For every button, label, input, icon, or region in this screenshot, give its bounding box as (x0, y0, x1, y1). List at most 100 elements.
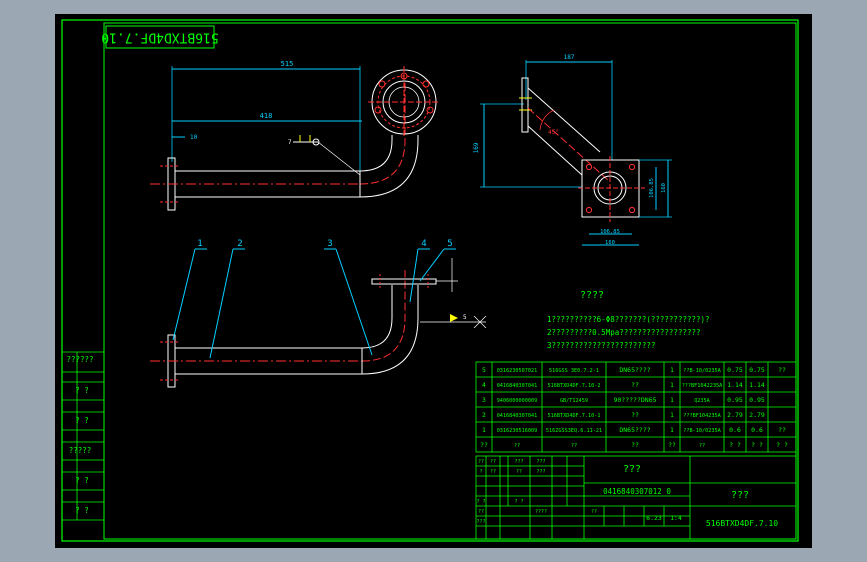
bom-cell-name: 516BTXD4DF.7.10-1 (547, 413, 600, 419)
bom-cell-code: 0316230507021 (497, 368, 538, 374)
bom-cell-no: 4 (482, 381, 486, 389)
balloon-4: 4 (421, 239, 426, 249)
bom-header-desc: ?? (631, 441, 639, 449)
elbow-outer (359, 135, 419, 198)
top-flange (371, 278, 437, 285)
bom-cell-qty: 1 (670, 411, 674, 419)
drawing-code: 0416840307012 0 (603, 487, 671, 496)
pipe-edge (527, 87, 601, 153)
left-label: ? ? (75, 506, 89, 515)
title-block (475, 455, 797, 540)
dim-plate-bolt-b: 106.85 (649, 178, 655, 198)
title-block-label: ?? (490, 459, 496, 465)
balloon-2: 2 (237, 239, 242, 249)
bom-cell-w1: 1.14 (727, 381, 743, 389)
title-block-label: ???? (535, 509, 547, 515)
elbow-inner (361, 285, 393, 349)
dim-plate-side-b: 160 (661, 183, 667, 193)
dim-plate-bolt-a: 106.85 (600, 229, 620, 235)
bom-cell-w1: 0.95 (727, 396, 743, 404)
bom-cell-code: 9406000000009 (497, 398, 538, 404)
dim-flange-width: 187 (564, 54, 575, 61)
bom-header-note: ? ? (776, 441, 788, 449)
bom-cell-mat: ???BF104235A (683, 413, 721, 419)
plate-hole (585, 206, 593, 214)
bom-cell-note: ?? (778, 366, 786, 374)
bom-cell-desc: ?? (631, 411, 639, 419)
left-label: ? ? (75, 386, 89, 395)
bom-header-name: ?? (571, 443, 577, 449)
pipe-edge (527, 125, 583, 176)
bom-cell-note: ?? (778, 426, 786, 434)
note-line-1: 1??????????6-Φ8???????(???????????)? (547, 315, 710, 324)
weld-leader (317, 141, 361, 176)
weight-value: 6.23 (646, 514, 662, 522)
elbow-centerline (359, 80, 406, 185)
weld-tail (473, 315, 487, 329)
balloon-leader (419, 248, 445, 282)
bom-header-code: ?? (514, 443, 520, 449)
left-labels (62, 351, 104, 521)
sheet-background (55, 14, 812, 548)
elbow-outer (361, 285, 419, 375)
bom-cell-desc: DN65???? (619, 366, 650, 374)
pipe-centerline (527, 107, 609, 181)
left-label: ? ? (75, 416, 89, 425)
bom-cell-code: 0316230516009 (497, 428, 538, 434)
balloon-5: 5 (447, 239, 452, 249)
title-block-label: ?? (591, 509, 597, 515)
bom-cell-qty: 1 (670, 426, 674, 434)
bom-cell-mat: ??B-10/0235A (683, 368, 721, 374)
dim-end-offset: 10 (190, 134, 198, 141)
weld-number: 7 (288, 139, 292, 146)
dim-straight-length: 418 (260, 112, 273, 120)
bolt-hole (378, 80, 386, 88)
bom-cell-name: 516GSS 3E0.7.2-1 (549, 368, 599, 374)
top-pipe-view: 515 418 10 7 (150, 60, 440, 211)
technical-notes: ???? 1??????????6-Φ8???????(???????????)… (547, 290, 710, 350)
elbow-inner (359, 135, 393, 172)
elbow-centerline (361, 270, 406, 362)
bom-cell-w1: 2.79 (727, 411, 743, 419)
balloon-leader (335, 248, 373, 356)
bolt-hole (374, 106, 382, 114)
title-block-label: ??? (476, 519, 485, 525)
side-view: 187 169 45° 106.85 160 106.85 160 (473, 54, 672, 246)
bom-cell-no: 2 (482, 411, 486, 419)
angle-label: 45° (548, 129, 559, 136)
bom-cell-qty: 1 (670, 381, 674, 389)
title-block-label: ?? (478, 459, 484, 465)
weld-size: 5 (463, 314, 467, 321)
bom-cell-w2: 0.6 (751, 426, 763, 434)
note-line-2: 2?????????0.5Mpa?????????????????? (547, 328, 701, 337)
bom-cell-code: 0416840307041 (497, 383, 538, 389)
company-name: ??? (731, 490, 749, 501)
bom-cell-w2: 0.95 (749, 396, 765, 404)
angle-arc (539, 109, 555, 131)
stamp-box (105, 25, 215, 49)
title-block-label: ?? (478, 509, 484, 515)
bom-cell-mat: ??B-10/0235A (683, 428, 721, 434)
bom-header-w2: ? ? (751, 441, 763, 449)
balloon-leader (172, 248, 196, 341)
drawing-number: 516BTXD4DF.7.10 (706, 519, 778, 528)
weld-symbol-circle (312, 138, 320, 146)
bom-cell-qty: 1 (670, 366, 674, 374)
plate-hole (628, 206, 636, 214)
balloon-1: 1 (197, 239, 202, 249)
scale-value: 1:4 (670, 514, 682, 522)
bom-header-no: ?? (480, 441, 488, 449)
bom-cell-desc: ?? (631, 381, 639, 389)
title-block-label: ??? (536, 459, 545, 465)
bom-cell-no: 1 (482, 426, 486, 434)
drawing-stamp: 516BTXD4DF.7.10 (101, 30, 218, 45)
bom-cell-no: 3 (482, 396, 486, 404)
title-block-small-labels: ??????????????????? ?? ???????????? (476, 459, 597, 525)
title-block-label: ?? (490, 469, 496, 475)
bom-cell-name: 516BTXD4DF.7.10-2 (547, 383, 600, 389)
bom-cell-qty: 1 (670, 396, 674, 404)
title-block-label: ? ? (476, 499, 485, 505)
drawing-frame (103, 22, 797, 540)
plate-hole (585, 163, 593, 171)
